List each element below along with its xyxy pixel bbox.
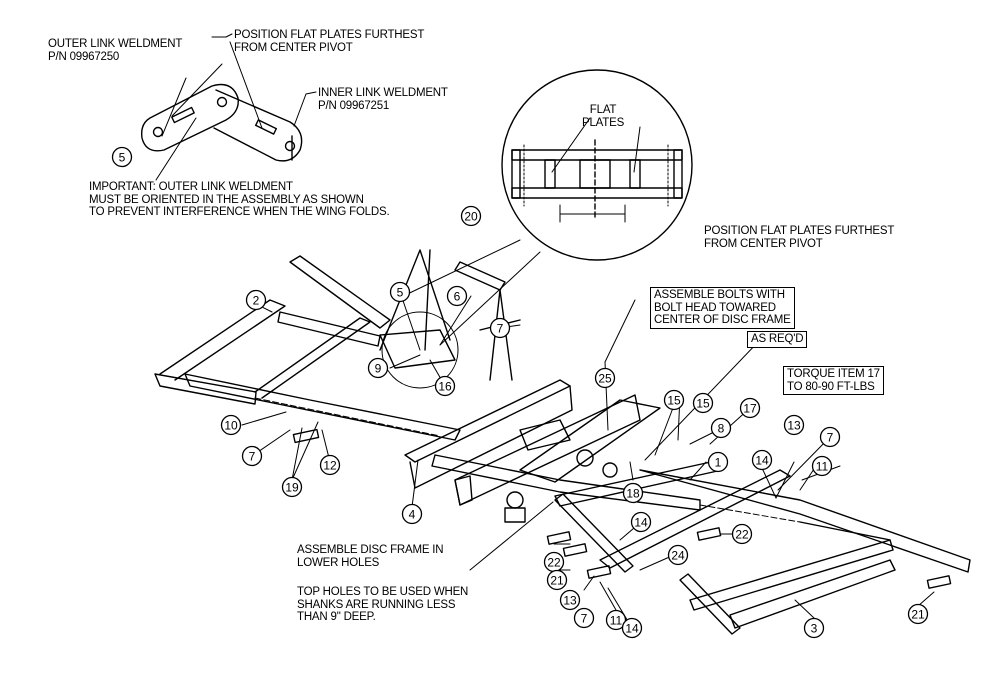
callout-number: 1	[715, 456, 722, 470]
callout-number: 3	[811, 622, 818, 636]
callout-circle	[739, 397, 761, 419]
callout-circle	[667, 544, 689, 566]
outer-link-note: OUTER LINK WELDMENT P/N 09967250	[48, 38, 183, 63]
callout-circle	[622, 482, 644, 504]
callout-circle	[220, 414, 242, 436]
callout-number: 8	[718, 422, 725, 436]
position-plates-right-note: POSITION FLAT PLATES FURTHEST FROM CENTE…	[704, 225, 895, 250]
callout-circle	[319, 454, 341, 476]
callout-number: 21	[911, 608, 925, 622]
callout-circle	[111, 146, 133, 168]
callout-number: 14	[625, 622, 639, 636]
callout-circle	[489, 317, 511, 339]
callout-circle	[663, 389, 685, 411]
callout-number: 22	[735, 528, 749, 542]
callout-number: 15	[667, 394, 681, 408]
callout-number: 25	[598, 372, 612, 386]
callout-circle	[630, 511, 652, 533]
callout-circle	[446, 285, 468, 307]
callout-number: 10	[224, 419, 238, 433]
callout-number: 14	[634, 516, 648, 530]
callout-number: 21	[550, 574, 564, 588]
as-reqd-note: AS REQ'D	[747, 331, 808, 348]
callout-number: 7	[581, 612, 588, 626]
callout-number: 17	[743, 402, 757, 416]
callout-number: 20	[464, 210, 478, 224]
callout-circle	[605, 609, 627, 631]
flat-plates-detail	[381, 69, 693, 389]
assemble-bolts-note: ASSEMBLE BOLTS WITH BOLT HEAD TOWARED CE…	[650, 287, 795, 329]
callout-circle	[907, 603, 929, 625]
leader-lines	[241, 291, 935, 629]
position-plates-top-note: POSITION FLAT PLATES FURTHEST FROM CENTE…	[234, 29, 425, 54]
callout-number: 11	[816, 460, 829, 474]
callout-number: 9	[375, 362, 382, 376]
callout-number: 14	[755, 454, 769, 468]
callout-number: 7	[249, 450, 256, 464]
callout-circle	[546, 569, 568, 591]
callout-number: 12	[323, 459, 337, 473]
callout-number: 13	[787, 419, 801, 433]
callout-circle	[783, 414, 805, 436]
callout-number: 19	[285, 481, 299, 495]
callout-number: 7	[497, 322, 504, 336]
callout-number: 11	[610, 614, 623, 628]
important-note: IMPORTANT: OUTER LINK WELDMENT MUST BE O…	[89, 181, 390, 218]
callout-circle	[811, 455, 833, 477]
flat-plates-note: FLAT PLATES	[582, 104, 625, 129]
callout-circle	[707, 451, 729, 473]
top-holes-note: TOP HOLES TO BE USED WHEN SHANKS ARE RUN…	[297, 586, 469, 623]
callout-circle	[281, 476, 303, 498]
link-weldment-detail	[140, 33, 317, 181]
callout-circle	[389, 281, 411, 303]
callout-number: 13	[563, 594, 577, 608]
callout-number: 7	[827, 431, 834, 445]
callout-circle	[401, 503, 423, 525]
callout-number: 5	[397, 286, 404, 300]
callout-number: 15	[696, 397, 710, 411]
callout-number: 6	[454, 290, 461, 304]
callout-circle	[559, 589, 581, 611]
assemble-disc-note: ASSEMBLE DISC FRAME IN LOWER HOLES	[297, 544, 444, 569]
main-frame	[154, 249, 971, 635]
callout-circle	[460, 205, 482, 227]
callout-number: 2	[253, 294, 260, 308]
callout-number: 24	[671, 549, 685, 563]
callout-circle	[710, 417, 732, 439]
callout-circle	[367, 357, 389, 379]
callout-number: 5	[119, 151, 126, 165]
callout-circle	[573, 607, 595, 629]
callout-number: 22	[547, 556, 561, 570]
callout-circle	[819, 426, 841, 448]
callout-circle	[241, 445, 263, 467]
callout-circle	[594, 367, 616, 389]
callout-circle	[434, 375, 456, 397]
callout-number: 16	[438, 380, 452, 394]
callout-circle	[692, 392, 714, 414]
inner-link-note: INNER LINK WELDMENT P/N 09967251	[318, 87, 448, 112]
callout-number: 18	[626, 487, 640, 501]
callout-circle	[621, 617, 643, 639]
callout-circle	[245, 289, 267, 311]
callout-circle	[751, 449, 773, 471]
callout-circle	[731, 523, 753, 545]
callout-circle	[803, 617, 825, 639]
torque-note: TORQUE ITEM 17 TO 80-90 FT-LBS	[783, 366, 884, 395]
callout-number: 4	[409, 508, 416, 522]
